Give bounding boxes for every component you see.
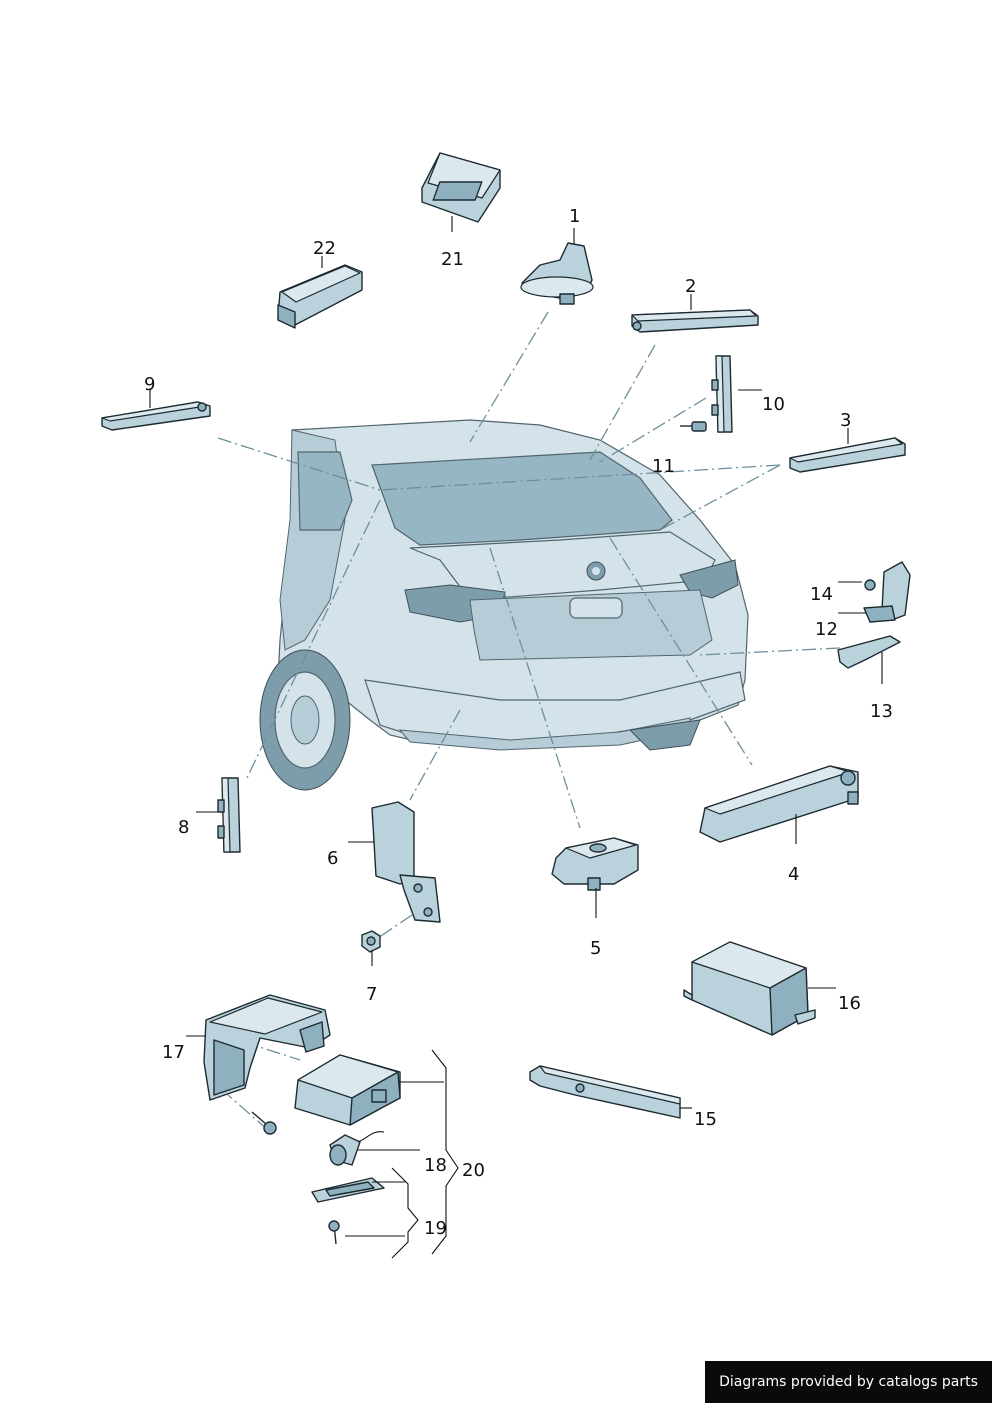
part-21-switch-module bbox=[421, 152, 501, 223]
callout-15: 15 bbox=[694, 1109, 717, 1130]
part-15-antenna-strip bbox=[529, 1065, 681, 1119]
leader-lines bbox=[149, 216, 883, 1259]
callout-21: 21 bbox=[441, 249, 464, 270]
callout-12: 12 bbox=[815, 619, 838, 640]
part-1-roof-antenna bbox=[520, 242, 594, 305]
footer-text: Diagrams provided by catalogs parts bbox=[719, 1374, 978, 1390]
part-16-control-unit bbox=[683, 941, 816, 1036]
part-9-antenna-strip bbox=[101, 401, 211, 431]
part-17-bracket-housing bbox=[203, 994, 331, 1101]
callout-5: 5 bbox=[590, 938, 601, 959]
callout-18: 18 bbox=[424, 1155, 447, 1176]
part-12-13-14-sensor-bracket bbox=[837, 561, 911, 669]
callout-11: 11 bbox=[652, 456, 675, 477]
part-19-cover-and-screw bbox=[311, 1177, 385, 1245]
part-10-bracket bbox=[711, 355, 733, 433]
callout-labels: 1 2 3 4 5 6 7 8 9 10 11 12 13 14 15 16 1… bbox=[144, 206, 893, 1239]
callout-20: 20 bbox=[462, 1160, 485, 1181]
callout-17: 17 bbox=[162, 1042, 185, 1063]
part-22-switch-block bbox=[277, 264, 363, 329]
part-4-antenna-amplifier bbox=[699, 765, 859, 843]
part-8-bracket bbox=[217, 777, 241, 853]
part-11-screw bbox=[680, 421, 707, 432]
callout-4: 4 bbox=[788, 864, 799, 885]
car-rear-view bbox=[259, 419, 749, 791]
callout-7: 7 bbox=[366, 984, 377, 1005]
callout-13: 13 bbox=[870, 701, 893, 722]
assignment-lines bbox=[217, 311, 841, 1131]
callout-16: 16 bbox=[838, 993, 861, 1014]
part-20-control-unit bbox=[294, 1054, 401, 1126]
footer-attribution: Diagrams provided by catalogs parts bbox=[705, 1361, 992, 1403]
part-5-sensor bbox=[551, 837, 639, 891]
callout-6: 6 bbox=[327, 848, 338, 869]
callout-3: 3 bbox=[840, 410, 851, 431]
callout-2: 2 bbox=[685, 276, 696, 297]
part-18-connector bbox=[329, 1131, 385, 1166]
part-17-screw bbox=[251, 1111, 277, 1135]
callout-14: 14 bbox=[810, 584, 833, 605]
callout-22: 22 bbox=[313, 238, 336, 259]
callout-9: 9 bbox=[144, 374, 155, 395]
part-7-nut bbox=[361, 930, 381, 953]
part-3-antenna-strip bbox=[789, 437, 906, 473]
part-2-antenna-strip bbox=[631, 309, 759, 333]
callout-10: 10 bbox=[762, 394, 785, 415]
callout-8: 8 bbox=[178, 817, 189, 838]
callout-19: 19 bbox=[424, 1218, 447, 1239]
part-6-sensor-bracket bbox=[371, 801, 441, 923]
callout-1: 1 bbox=[569, 206, 580, 227]
